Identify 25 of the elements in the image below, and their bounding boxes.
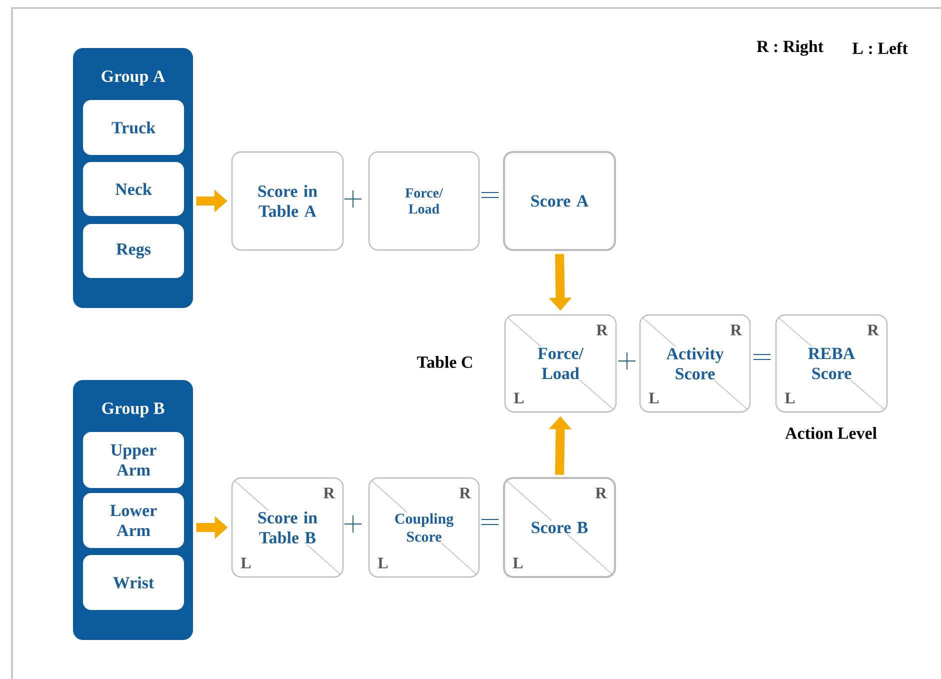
split-score-box: REBA Score R L [775, 314, 888, 413]
body-part-box: Regs [83, 224, 184, 278]
operator-sign: = [753, 354, 771, 360]
score-box: Score in Table A [231, 151, 344, 251]
body-part-box: Wrist [83, 555, 184, 610]
operator-sign: = [481, 192, 499, 198]
body-part-box: Upper Arm [83, 432, 184, 488]
note-text: Table C [417, 356, 472, 368]
score-box: Force/ Load [368, 151, 480, 251]
operator-sign: + [344, 190, 362, 208]
note-text: R : Right [756, 40, 824, 56]
split-score-box: Activity Score R L [639, 314, 751, 413]
operator-sign: + [618, 352, 636, 370]
note-text: Action Level [785, 427, 877, 439]
operator-sign: + [344, 515, 362, 533]
body-part-box: Truck [83, 100, 184, 155]
split-score-box: Coupling Score R L [368, 477, 480, 578]
note-text: L : Left [852, 42, 908, 54]
score-box: Score A [503, 151, 616, 251]
split-score-box: Score B R L [503, 477, 616, 578]
body-part-box: Neck [83, 162, 184, 216]
operator-sign: = [481, 519, 499, 525]
split-score-box: Force/ Load R L [504, 314, 617, 413]
split-score-box: Score in Table B R L [231, 477, 344, 578]
body-part-box: Lower Arm [83, 493, 184, 548]
